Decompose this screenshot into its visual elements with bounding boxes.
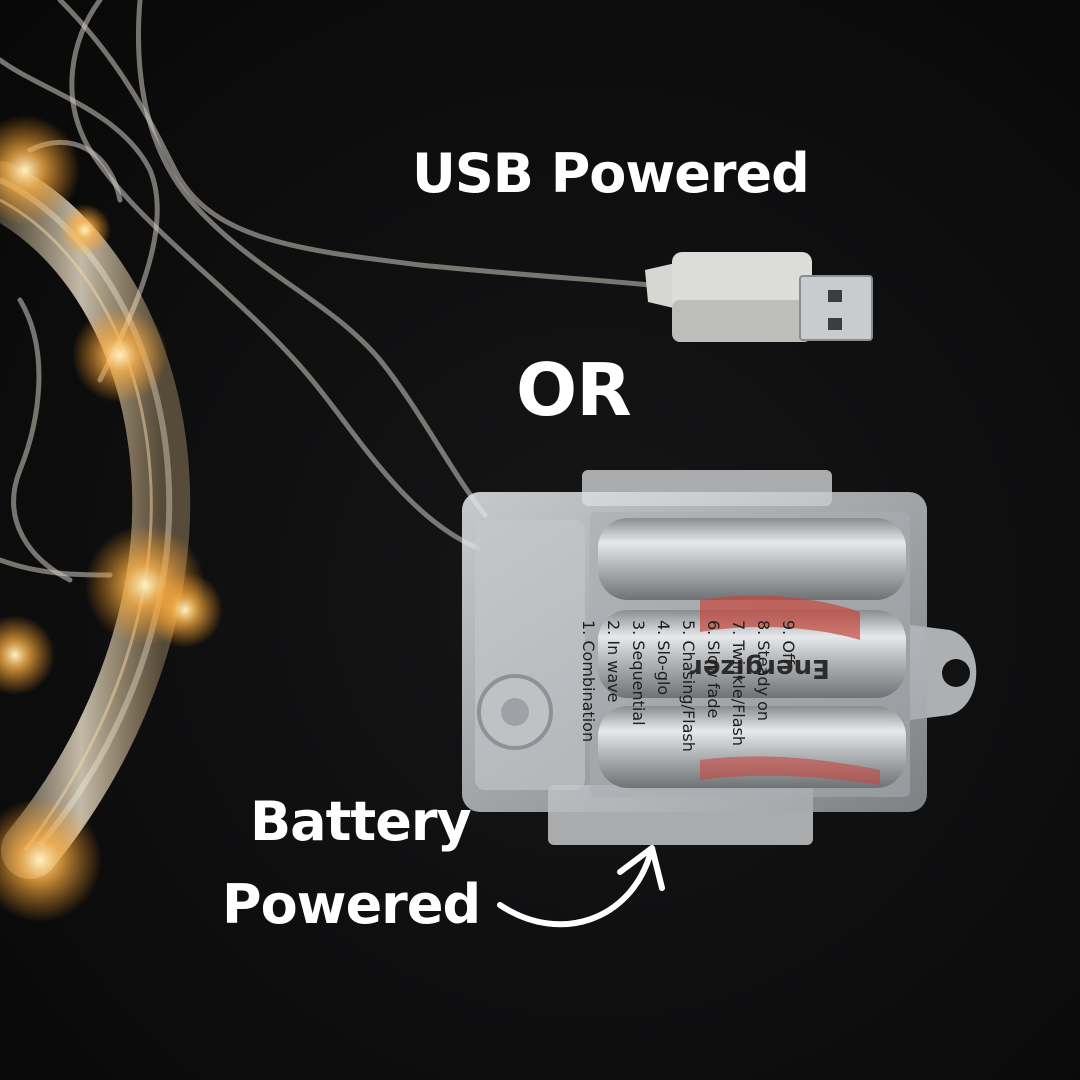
box-tab-hole <box>942 659 970 687</box>
mode-item: 5. Chasing/Flash <box>679 620 698 752</box>
led-glow <box>0 798 102 922</box>
mode-item: 3. Sequential <box>629 620 648 726</box>
rope-inner-wire <box>0 198 153 851</box>
mode-item: 7. Twinkle/Flash <box>729 620 748 746</box>
curved-arrow-icon <box>497 845 665 928</box>
led-lights <box>0 115 223 922</box>
battery-cell <box>598 518 906 600</box>
mode-item: 9. Off <box>779 620 798 665</box>
wire <box>57 0 653 288</box>
usb-hole <box>828 290 842 302</box>
led-glow <box>0 115 80 225</box>
battery-box: Energizer 1. Combination 2. In wave 3. S… <box>462 470 977 845</box>
battery-label-stripe <box>700 756 880 785</box>
usb-housing-shade <box>672 300 812 342</box>
mode-item: 4. Slo-glo <box>654 620 673 695</box>
usb-metal-tip <box>799 275 873 341</box>
mode-item: 8. Steady on <box>754 620 773 721</box>
usb-hole <box>828 318 842 330</box>
arrow-head <box>617 845 665 891</box>
wire <box>11 297 73 583</box>
mode-item: 2. In wave <box>604 620 623 703</box>
mode-item: 6. Slow fade <box>704 620 723 718</box>
wire <box>135 0 488 518</box>
usb-powered-caption: USB Powered <box>412 142 810 205</box>
arrow-curve <box>497 852 653 928</box>
mode-list: 1. Combination 2. In wave 3. Sequential … <box>579 620 798 752</box>
battery-brand: Energizer <box>690 653 830 683</box>
led-glow <box>59 204 111 256</box>
led-glow <box>72 307 168 403</box>
mode-item: 1. Combination <box>579 620 598 742</box>
usb-plug <box>645 252 873 342</box>
rope-tube <box>0 161 191 879</box>
switch-housing <box>475 520 585 790</box>
battery-label-stripe <box>700 595 860 640</box>
or-caption: OR <box>516 348 632 432</box>
mode-button-center <box>501 698 529 726</box>
led-glow <box>147 572 223 648</box>
led-glow <box>0 615 55 695</box>
battery-powered-caption-line2: Powered <box>222 873 481 936</box>
wire-bundle <box>0 0 653 583</box>
wire <box>69 0 481 551</box>
battery-powered-caption-line1: Battery <box>250 790 472 853</box>
